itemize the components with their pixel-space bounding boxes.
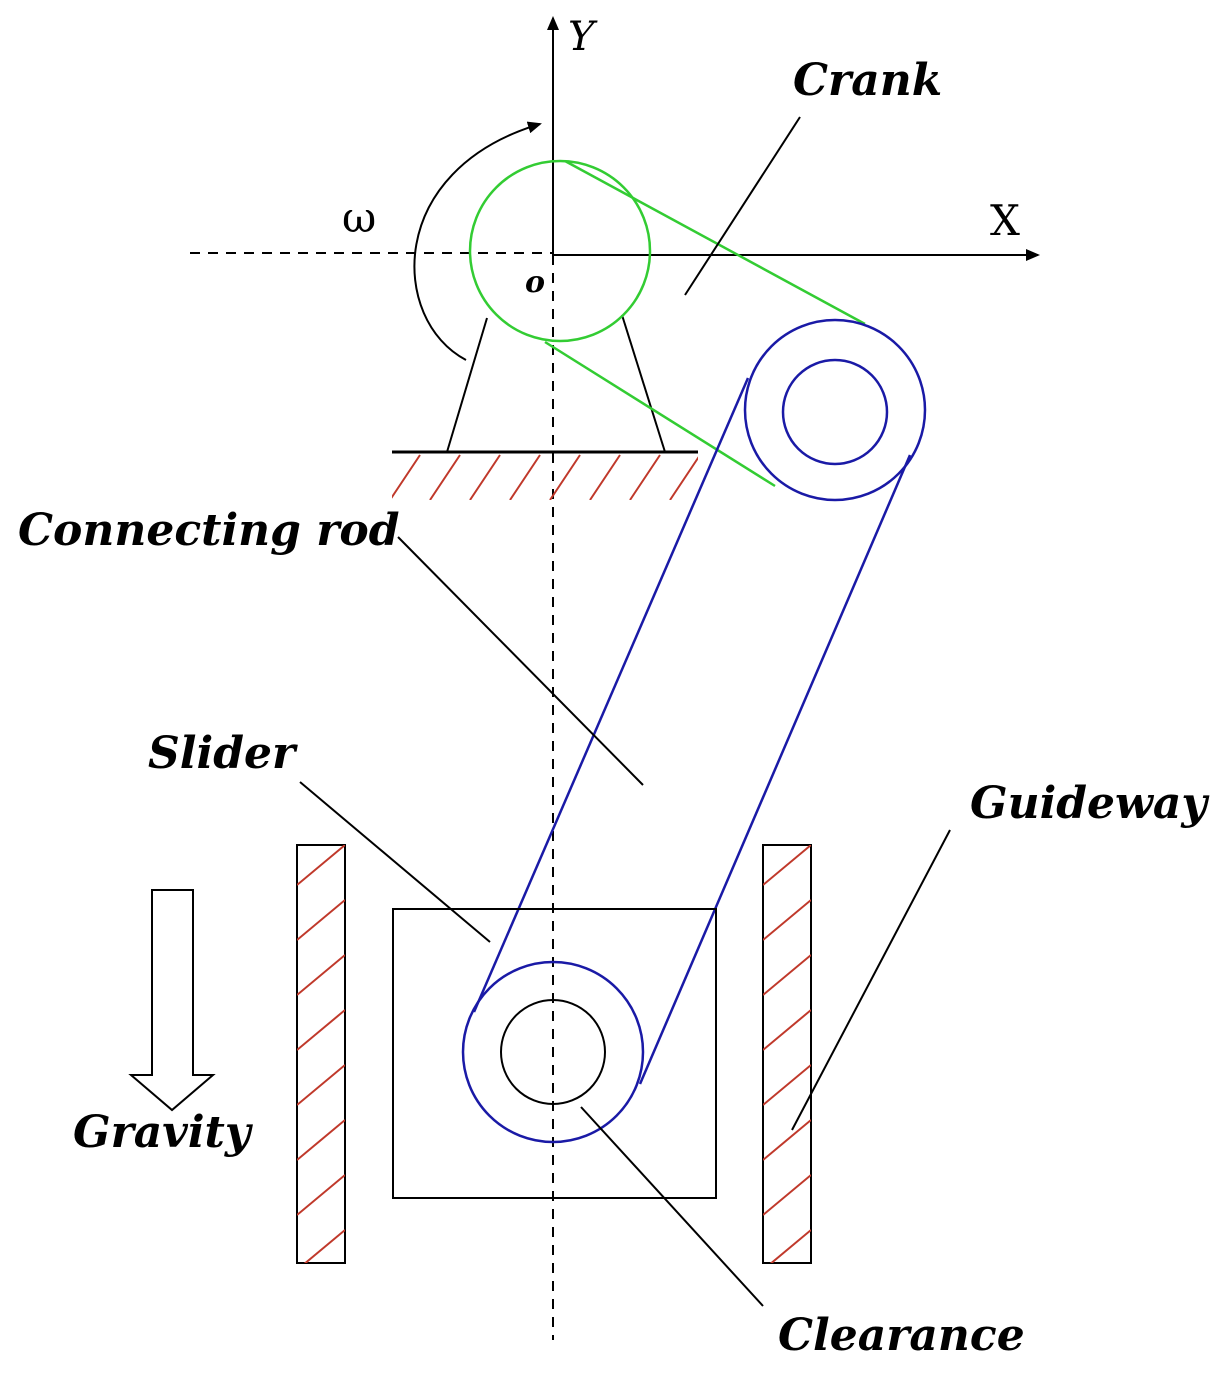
rod-bottom-outer-circle — [461, 960, 645, 1144]
rod-top-inner-circle — [781, 358, 889, 466]
fixed-support — [392, 314, 698, 500]
right-guideway — [762, 844, 812, 1264]
rod-right-edge — [638, 454, 912, 1085]
slider-label: Slider — [148, 728, 298, 779]
crank-upper-edge — [564, 159, 866, 326]
guideway-label: Guideway — [970, 778, 1210, 829]
connecting-rod-label: Connecting rod — [18, 505, 400, 556]
origin-label: o — [525, 265, 545, 300]
gravity-arrow-icon — [128, 889, 216, 1112]
slider — [392, 908, 717, 1199]
omega-arc — [413, 121, 542, 361]
support-left-leg — [446, 317, 488, 453]
ground-hatching — [392, 454, 698, 500]
slider-leader — [299, 781, 491, 943]
crank-lower-edge — [544, 340, 776, 488]
omega-label: ω — [342, 193, 376, 242]
slider-pin-circle — [500, 999, 606, 1105]
crank — [468, 159, 866, 488]
clearance-leader — [580, 1106, 764, 1307]
omega-rotation-arrow: ω — [342, 121, 542, 361]
clearance-label: Clearance — [778, 1310, 1025, 1361]
leader-lines — [299, 116, 951, 1307]
y-axis-label: Y — [568, 14, 598, 60]
slider-block — [392, 908, 717, 1199]
connecting-rod — [461, 318, 927, 1144]
coordinate-axes: Y X o — [190, 14, 1040, 1340]
connecting-rod-leader — [397, 536, 644, 786]
crank-pivot-circle — [468, 159, 652, 343]
rod-left-edge — [472, 377, 750, 1013]
support-right-leg — [621, 314, 666, 453]
rod-top-outer-circle — [743, 318, 927, 502]
x-axis-label: X — [990, 196, 1020, 245]
gravity-label: Gravity — [73, 1107, 254, 1158]
crank-label: Crank — [793, 55, 942, 106]
crank-leader — [684, 116, 801, 296]
left-guideway — [296, 844, 346, 1264]
guideway-leader — [791, 829, 951, 1131]
